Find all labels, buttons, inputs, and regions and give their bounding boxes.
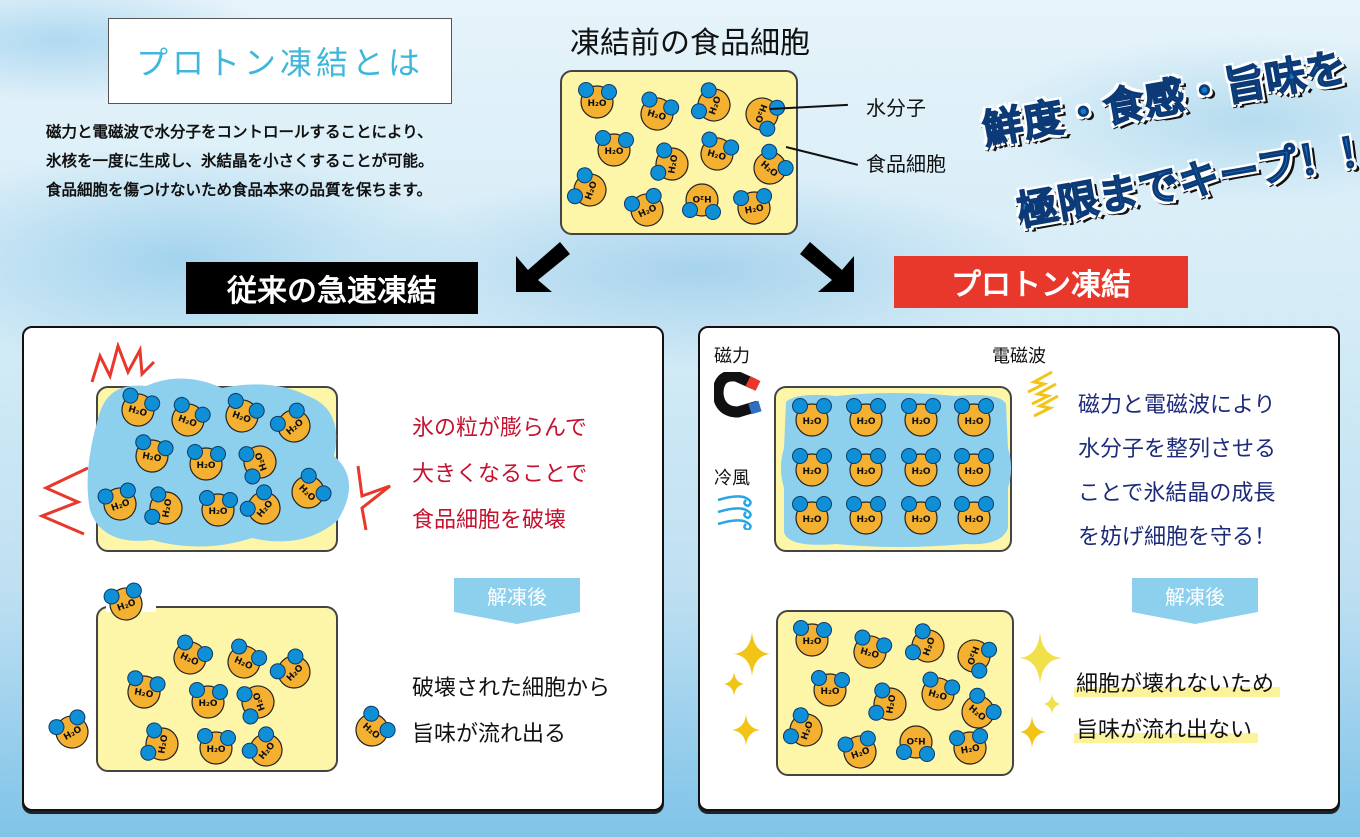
proton-frozen-cell bbox=[774, 386, 1012, 552]
proton-effect-text: 磁力と電磁波により 水分子を整列させる ことで氷結晶の成長 を妨げ細胞を守る！ bbox=[1078, 384, 1276, 560]
conventional-freezing-panel: 氷の粒が膨らんで 大きくなることで 食品細胞を破壊 解凍後 破壊された細胞から bbox=[22, 326, 664, 811]
before-freeze-cell-diagram bbox=[560, 70, 799, 235]
result-line: 旨味が流れ出ない bbox=[1074, 718, 1259, 743]
result-line: 破壊された細胞から bbox=[412, 676, 611, 701]
conventional-freezing-header: 従来の急速凍結 bbox=[186, 262, 478, 314]
thaw-label: 解凍後 bbox=[487, 584, 547, 609]
arrow-down-left-icon bbox=[516, 242, 570, 292]
sparkle-icon bbox=[1020, 632, 1062, 748]
proton-result-text: 細胞が壊れないため 旨味が流れ出ない bbox=[1074, 662, 1281, 754]
conventional-thawed-cell bbox=[45, 578, 401, 776]
leaking-molecules-illustration bbox=[45, 578, 401, 776]
electromagnetic-wave-label: 電磁波 bbox=[992, 346, 1046, 367]
thaw-tag: 解凍後 bbox=[454, 578, 580, 624]
effect-line: 大きくなることで bbox=[412, 462, 588, 487]
thaw-label: 解凍後 bbox=[1165, 584, 1225, 609]
water-molecules-illustration bbox=[564, 79, 799, 233]
lightning-icon bbox=[1027, 370, 1059, 418]
cold-air-label: 冷風 bbox=[714, 468, 750, 489]
intro-text: 磁力と電磁波で水分子をコントロールすることにより、 氷核を一度に生成し、氷結晶を… bbox=[46, 118, 546, 205]
intro-line: 氷核を一度に生成し、氷結晶を小さくすることが可能。 bbox=[46, 152, 434, 170]
callout-water-molecule: 水分子 bbox=[866, 96, 926, 120]
magnet-icon bbox=[714, 372, 762, 418]
effect-line: を妨げ細胞を守る！ bbox=[1078, 525, 1277, 550]
burst-icon bbox=[90, 342, 156, 383]
conventional-effect-text: 氷の粒が膨らんで 大きくなることで 食品細胞を破壊 bbox=[412, 406, 587, 544]
effect-line: 氷の粒が膨らんで bbox=[412, 416, 587, 441]
slogan: 鮮度・食感・旨味を 極限までキープ！！ bbox=[956, 26, 1360, 259]
cold-air-icon bbox=[717, 495, 752, 530]
conventional-frozen-cell bbox=[87, 378, 350, 552]
effect-line: ことで氷結晶の成長 bbox=[1078, 481, 1276, 506]
intro-line: 磁力と電磁波で水分子をコントロールすることにより、 bbox=[46, 123, 433, 141]
proton-thawed-cell bbox=[776, 610, 1014, 776]
burst-icon bbox=[356, 465, 391, 531]
effect-line: 磁力と電磁波により bbox=[1078, 393, 1276, 418]
result-line: 細胞が壊れないため bbox=[1074, 672, 1281, 697]
magnet-label: 磁力 bbox=[714, 346, 750, 367]
intact-molecules-illustration bbox=[780, 619, 1007, 774]
page-title: プロトン凍結とは bbox=[108, 18, 452, 104]
intro-line: 食品細胞を傷つけないため食品本来の品質を保ちます。 bbox=[46, 181, 432, 199]
sparkle-icon bbox=[724, 632, 770, 746]
proton-freezing-panel: 磁力 冷風 電磁波 磁力と電 bbox=[698, 326, 1340, 811]
conventional-result-text: 破壊された細胞から 旨味が流れ出る bbox=[412, 666, 610, 758]
chevron-down-banner-icon bbox=[1132, 578, 1258, 624]
result-line: 旨味が流れ出る bbox=[412, 722, 567, 747]
proton-freezing-header: プロトン凍結 bbox=[894, 256, 1188, 308]
aligned-molecules-illustration bbox=[781, 393, 1011, 547]
large-ice-crystals-illustration bbox=[87, 378, 350, 547]
arrow-down-right-icon bbox=[800, 242, 854, 292]
effect-line: 水分子を整列させる bbox=[1078, 437, 1277, 462]
callout-food-cell: 食品細胞 bbox=[866, 152, 946, 176]
thaw-tag: 解凍後 bbox=[1132, 578, 1258, 624]
before-freeze-title: 凍結前の食品細胞 bbox=[570, 26, 810, 61]
effect-line: 食品細胞を破壊 bbox=[412, 508, 567, 533]
burst-icon bbox=[38, 466, 89, 536]
chevron-down-banner-icon bbox=[454, 578, 580, 624]
